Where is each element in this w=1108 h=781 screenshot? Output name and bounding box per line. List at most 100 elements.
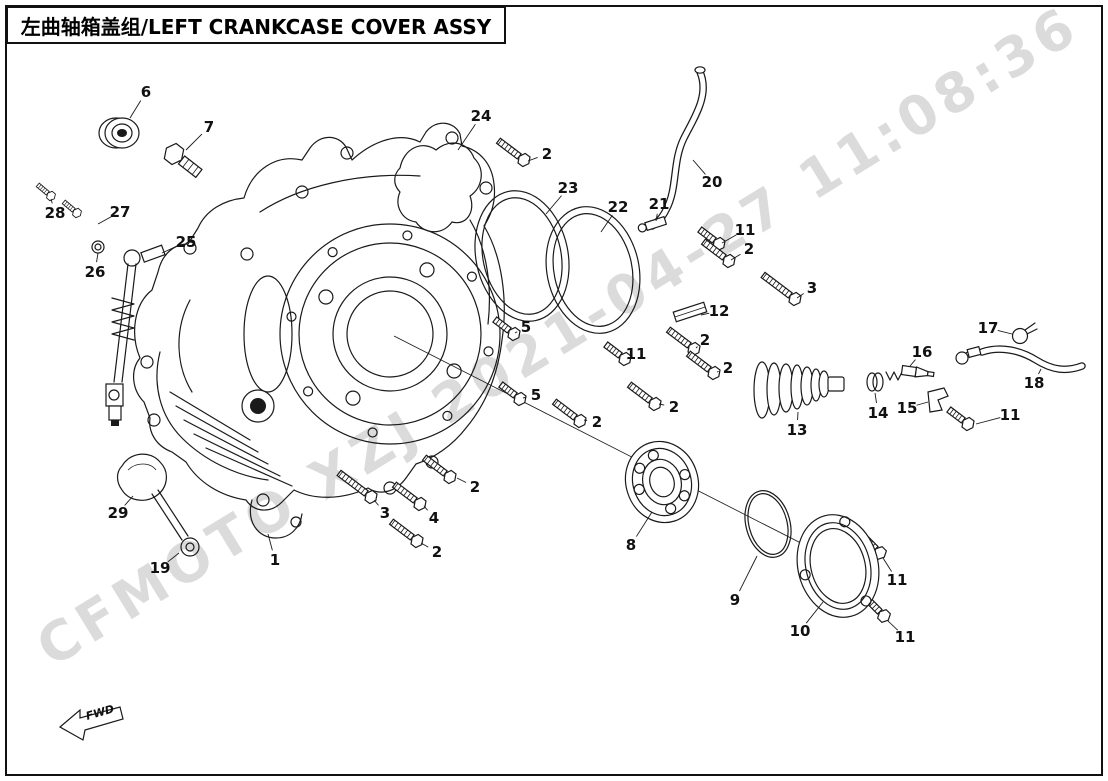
- callout-leader: [739, 555, 758, 592]
- callout-leader: [96, 252, 99, 263]
- callout-leader: [373, 499, 379, 506]
- callout-leader: [716, 370, 719, 373]
- rubber-boot-13: [753, 361, 845, 419]
- callout-number: 2: [744, 240, 754, 258]
- callout-number: 27: [110, 203, 131, 221]
- bracket-15: [927, 387, 949, 413]
- callout-leader: [97, 216, 112, 225]
- callout-leader: [124, 495, 134, 506]
- callout-number: 20: [702, 173, 723, 191]
- callout-number: 11: [895, 628, 916, 646]
- bracket-part-1: [249, 499, 303, 539]
- callout-leader: [267, 533, 273, 551]
- callout-number: 2: [432, 543, 442, 561]
- cap-6: [98, 117, 140, 149]
- callout-number: 3: [380, 504, 390, 522]
- callout-number: 2: [470, 478, 480, 496]
- callout-leader: [522, 396, 527, 399]
- callout-number: 23: [558, 179, 579, 197]
- callout-number: 12: [709, 302, 730, 320]
- callout-leader: [874, 392, 877, 404]
- bearing-8: [624, 440, 700, 524]
- callout-number: 7: [204, 118, 214, 136]
- callout-number: 6: [141, 83, 151, 101]
- callout-leader: [161, 245, 178, 254]
- callout-leader: [514, 331, 518, 334]
- callout-number: 11: [1000, 406, 1021, 424]
- callout-leader: [975, 417, 1001, 425]
- hose-fitting-21: [637, 215, 668, 233]
- callout-number: 18: [1024, 374, 1045, 392]
- bolt-7: [163, 142, 203, 179]
- washer-19: [180, 537, 200, 557]
- valve-16: [885, 347, 975, 381]
- callout-leader: [692, 159, 706, 175]
- callout-number: 29: [108, 504, 129, 522]
- callout-number: 8: [626, 536, 636, 554]
- clip-17: [1011, 322, 1038, 345]
- callout-number: 3: [807, 279, 817, 297]
- crankcase-cover: [133, 122, 505, 511]
- callout-leader: [129, 100, 142, 119]
- callout-number: 5: [521, 318, 531, 336]
- fwd-arrow: FWD: [58, 702, 124, 741]
- callout-leader: [423, 505, 428, 511]
- callout-leader: [882, 557, 893, 572]
- callout-leader: [655, 213, 658, 222]
- callout-leader: [805, 601, 824, 624]
- callout-leader: [600, 215, 613, 233]
- callout-number: 15: [897, 399, 918, 417]
- callout-number: 2: [723, 359, 733, 377]
- callout-number: 5: [531, 386, 541, 404]
- o-ring-9: [744, 490, 792, 558]
- gasket-23: [474, 190, 570, 322]
- callout-leader: [545, 195, 562, 215]
- gasket-22: [545, 206, 641, 334]
- end-cover-10: [796, 514, 880, 618]
- callout-leader: [1038, 368, 1042, 375]
- callout-number: 25: [176, 233, 197, 251]
- watermark-text: CFMOTO XZJ 2021-04-27 11:08:36: [26, 0, 1091, 679]
- page-border: [5, 5, 1103, 776]
- callout-leader: [695, 346, 698, 349]
- callout-leader: [916, 401, 929, 406]
- callout-number: 28: [45, 204, 66, 222]
- hose-18: [966, 345, 1086, 374]
- callout-leader: [167, 552, 180, 563]
- callout-number: 11: [626, 345, 647, 363]
- callout-number: 4: [429, 509, 439, 527]
- callout-number: 2: [669, 398, 679, 416]
- callout-number: 10: [790, 622, 811, 640]
- callout-number: 11: [887, 571, 908, 589]
- callout-leader: [50, 198, 53, 204]
- axis-line: [393, 335, 847, 567]
- callout-number: 1: [270, 551, 280, 569]
- callout-number: 2: [592, 413, 602, 431]
- callout-leader: [909, 359, 916, 367]
- callout-number: 26: [85, 263, 106, 281]
- lever-29: [116, 453, 189, 541]
- callout-number: 2: [700, 331, 710, 349]
- callout-leader: [456, 477, 467, 483]
- page-title: 左曲轴箱盖组/LEFT CRANKCASE COVER ASSY: [6, 6, 506, 44]
- callout-number: 19: [150, 559, 171, 577]
- callout-number: 22: [608, 198, 629, 216]
- callout-leader: [527, 157, 538, 162]
- callout-leader: [997, 329, 1013, 335]
- callout-leader: [658, 403, 665, 406]
- callout-number: 9: [730, 591, 740, 609]
- callout-number: 16: [912, 343, 933, 361]
- callout-leader: [457, 124, 476, 151]
- callout-leader: [420, 542, 429, 548]
- callout-number: 11: [735, 221, 756, 239]
- callout-leader: [185, 133, 203, 151]
- callout-leader: [887, 620, 899, 631]
- plate-12: [672, 301, 708, 323]
- callout-number: 17: [978, 319, 999, 337]
- callout-leader: [635, 511, 653, 537]
- gasket-24: [394, 142, 482, 233]
- callout-leader: [721, 234, 737, 244]
- shift-shaft-assembly: [91, 240, 166, 426]
- callout-leader: [730, 253, 741, 261]
